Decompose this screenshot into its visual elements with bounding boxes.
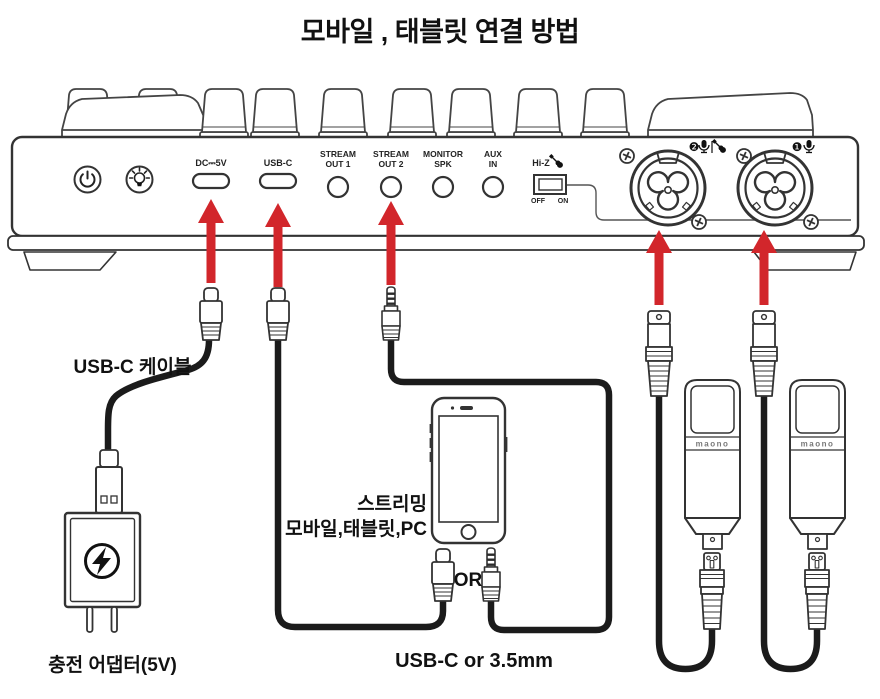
usbc-data-cable [274, 336, 447, 631]
usbc-connector [199, 287, 223, 341]
fader-wedge-left [61, 94, 206, 140]
monitor-spk-jack [431, 175, 455, 199]
mixer-knob-row [61, 88, 814, 144]
aux-in-jack [481, 175, 505, 199]
mixer-foot-left [23, 251, 117, 271]
microphone-2 [684, 379, 741, 550]
phone-home-button [460, 524, 477, 540]
lightning-icon [92, 547, 111, 575]
xlr-male-connector [750, 310, 778, 397]
dc-port [191, 172, 231, 190]
aux-in-label: AUX [484, 149, 502, 159]
or-label: OR [453, 570, 483, 591]
volume-knob [199, 88, 249, 144]
power-button [73, 165, 102, 194]
usbc-or-35mm-label: USB-C or 3.5mm [395, 650, 553, 672]
hiz-off-label: OFF [531, 198, 546, 205]
stream-out-1-label: STREAM [320, 149, 356, 159]
xlr-cable-2 [655, 392, 716, 673]
xlr-male-connector [645, 310, 673, 397]
phone-side-button [429, 424, 432, 433]
plug-prong [110, 606, 118, 633]
charger-adapter [63, 511, 142, 633]
combo-input-1 [736, 149, 814, 227]
mic-brand: maono [801, 440, 835, 449]
page-title: 모바일 , 태블릿 연결 방법 [300, 17, 580, 47]
volume-knob [250, 88, 300, 144]
streaming-label: 스트리밍 [357, 494, 427, 515]
usbc-cable-label: USB-C 케이블 [73, 357, 192, 378]
volume-knob [580, 88, 630, 144]
phone-screen [438, 415, 499, 523]
phone-camera [450, 406, 455, 410]
stream-35mm-cable [387, 336, 613, 634]
dc-port-label: DC⎓5V [195, 158, 226, 168]
stream-out-2-label2: OUT 2 [378, 159, 403, 169]
screw-icon [803, 214, 819, 230]
stream-out-1-label2: OUT 1 [325, 159, 350, 169]
charger-label: 충전 어댑터(5V) [48, 655, 177, 676]
stream-out-1-jack [326, 175, 350, 199]
screw-icon [691, 214, 707, 230]
input2-badge: ❷ [689, 140, 700, 154]
hiz-on-label: ON [558, 198, 569, 205]
mixer-foot-right [753, 251, 857, 271]
devices-label: 모바일,태블릿,PC [285, 519, 427, 540]
phone-side-button [429, 452, 432, 462]
volume-knob [387, 88, 437, 144]
volume-knob [513, 88, 563, 144]
plug-prong [86, 606, 94, 633]
fast-charge-icon [84, 543, 120, 579]
usbc-port [258, 172, 298, 190]
volume-knob [318, 88, 368, 144]
monitor-spk-label2: SPK [434, 159, 452, 169]
power-icon [79, 170, 96, 188]
smartphone [429, 396, 508, 545]
hiz-link-line [566, 184, 851, 221]
streaming-label-block: 스트리밍 모바일,태블릿,PC [245, 492, 427, 542]
audio-interface: DC⎓5V USB-C STREAM OUT 1 STREAM OUT 2 MO… [7, 135, 865, 271]
phone-side-button [505, 437, 508, 452]
phone-side-button [429, 438, 432, 448]
xlr-cable-1 [760, 392, 821, 673]
stream-out-2-jack [379, 175, 403, 199]
xlr-female-connector [804, 552, 830, 630]
mic-brand: maono [696, 440, 730, 449]
35mm-plug [381, 286, 401, 341]
hiz-label: Hi-Z [532, 158, 550, 168]
stream-out-2-label: STREAM [373, 149, 409, 159]
usbc-port-label: USB-C [264, 158, 293, 168]
bulb-icon [128, 167, 151, 187]
microphone-1 [789, 379, 846, 550]
light-button [125, 165, 154, 194]
phone-speaker [460, 406, 473, 410]
usbc-connector [266, 287, 290, 341]
hiz-switch [533, 174, 567, 195]
usb-power-cable [104, 336, 213, 456]
input1-badge: ❶ [792, 140, 803, 154]
volume-knob [446, 88, 496, 144]
cables [104, 336, 821, 673]
screw-icon [619, 148, 635, 164]
combo-input-2 [629, 149, 707, 227]
aux-in-label2: IN [489, 159, 498, 169]
mixer-base [7, 235, 865, 251]
fader-wedge-right [647, 92, 814, 140]
xlr-female-connector [699, 552, 725, 630]
monitor-spk-label: MONITOR [423, 149, 463, 159]
usb-a-plug [95, 449, 123, 514]
